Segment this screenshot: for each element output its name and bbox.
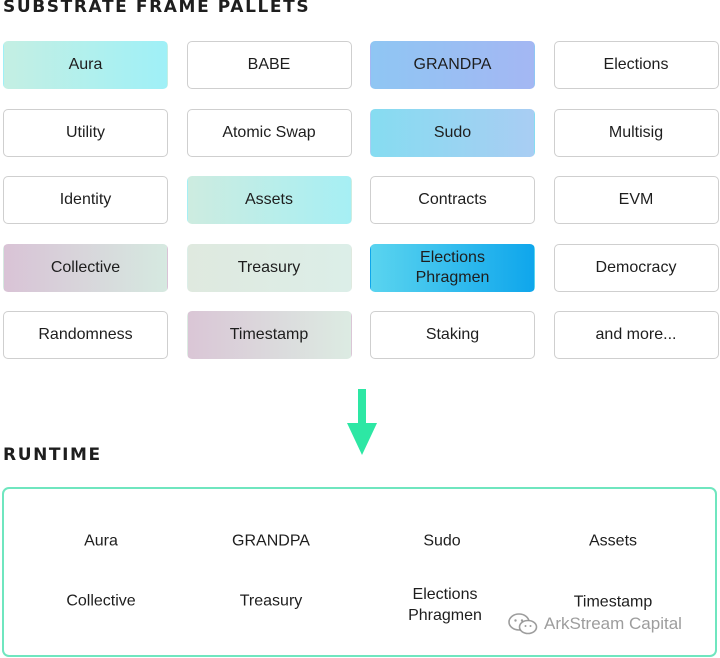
pallet-multisig: Multisig [553, 108, 719, 157]
runtime-assets: Assets [588, 532, 638, 550]
pallet-elections: Elections [553, 41, 719, 89]
watermark-text: ArkStream Capital [544, 614, 682, 633]
wechat-icon [508, 613, 538, 635]
runtime-treasury: Treasury [239, 592, 303, 610]
pallet-identity: Identity [3, 176, 168, 224]
runtime-sudo: Sudo [423, 532, 461, 550]
pallet-aura: Aura [3, 41, 168, 89]
pallet-timestamp: Timestamp [186, 311, 352, 359]
pallet-assets: Assets [186, 176, 352, 224]
pallet-collective: Collective [3, 243, 168, 292]
pallets-section-title: SUBSTRATE FRAME PALLETS [3, 0, 311, 17]
pallet-elections-phragmen: Elections Phragmen [370, 243, 535, 292]
pallet-and-more: and more... [553, 311, 719, 359]
runtime-collective: Collective [66, 592, 136, 610]
pallet-babe: BABE [186, 41, 352, 89]
pallet-utility: Utility [3, 108, 168, 157]
pallet-grandpa: GRANDPA [370, 41, 535, 89]
runtime-aura: Aura [84, 532, 118, 550]
runtime-grandpa: GRANDPA [232, 532, 310, 550]
pallet-atomic-swap: Atomic Swap [186, 108, 352, 157]
pallet-democracy: Democracy [553, 243, 719, 292]
pallet-contracts: Contracts [370, 176, 535, 224]
pallet-sudo: Sudo [370, 108, 535, 157]
pallet-staking: Staking [370, 311, 535, 359]
pallet-treasury: Treasury [186, 243, 352, 292]
runtime-section-title: RUNTIME [3, 445, 102, 465]
pallet-randomness: Randomness [3, 311, 168, 359]
pallet-evm: EVM [553, 176, 719, 224]
watermark: ArkStream Capital [508, 612, 682, 636]
runtime-elections-phragmen: Elections Phragmen [408, 586, 482, 624]
down-arrow-icon [347, 389, 377, 455]
runtime-timestamp: Timestamp [573, 593, 653, 611]
